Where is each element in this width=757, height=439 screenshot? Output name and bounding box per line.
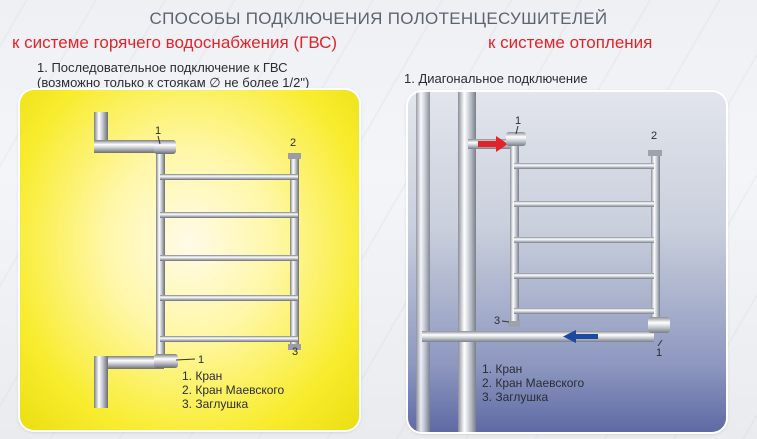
marker-3: 3: [292, 346, 298, 358]
hot-water-diagram: 1 2 1 3: [94, 112, 301, 408]
hot-water-diagram-panel: 1 2 1 3 1. Кран 2. Кран Маевского 3. Заг…: [20, 90, 359, 430]
legend-item-mayevsky-valve: 2. Кран Маевского: [482, 376, 585, 390]
towel-dryer-right: [506, 132, 670, 333]
legend-item-plug: 3. Заглушка: [182, 397, 249, 411]
left-heading-line1: 1. Последовательное подключение к ГВС: [37, 60, 288, 75]
legend-item-valve: 1. Кран: [482, 362, 523, 376]
riser-pipe-top: [94, 112, 164, 153]
left-heading-line2: (возможно только к стоякам ∅ не более 1/…: [37, 75, 310, 90]
legend-item-valve: 1. Кран: [182, 369, 223, 383]
right-heading: 1. Диагональное подключение: [404, 71, 588, 86]
blue-flow-arrow: [563, 330, 598, 343]
marker-3: 3: [494, 315, 500, 327]
legend-item-plug: 3. Заглушка: [482, 390, 549, 404]
red-flow-arrow: [478, 136, 508, 152]
heating-diagram: 1 2 3 1: [416, 92, 670, 432]
marker-2: 2: [651, 130, 657, 142]
left-legend: 1. Кран 2. Кран Маевского 3. Заглушка: [182, 369, 284, 411]
subtitle-heating: к системе отопления: [488, 33, 653, 52]
marker-1-top: 1: [155, 125, 161, 137]
marker-2: 2: [290, 137, 296, 149]
subtitle-hot-water: к системе горячего водоснабжения (ГВС): [12, 33, 338, 52]
page-title: СПОСОБЫ ПОДКЛЮЧЕНИЯ ПОЛОТЕНЦЕСУШИТЕЛЕЙ: [149, 9, 608, 28]
marker-1-bottom: 1: [656, 347, 662, 359]
right-legend: 1. Кран 2. Кран Маевского 3. Заглушка: [482, 362, 584, 404]
marker-1: 1: [515, 115, 521, 127]
heating-risers: [416, 92, 476, 432]
marker-1-bottom: 1: [198, 354, 204, 366]
return-pipe: [422, 331, 654, 342]
riser-pipe-bottom: [94, 356, 164, 408]
heating-diagram-panel: 1 2 3 1 1. Кран 2. Кран Маевского 3. Заг…: [408, 92, 726, 432]
towel-dryer-left: [154, 140, 301, 368]
legend-item-mayevsky-valve: 2. Кран Маевского: [182, 383, 285, 397]
